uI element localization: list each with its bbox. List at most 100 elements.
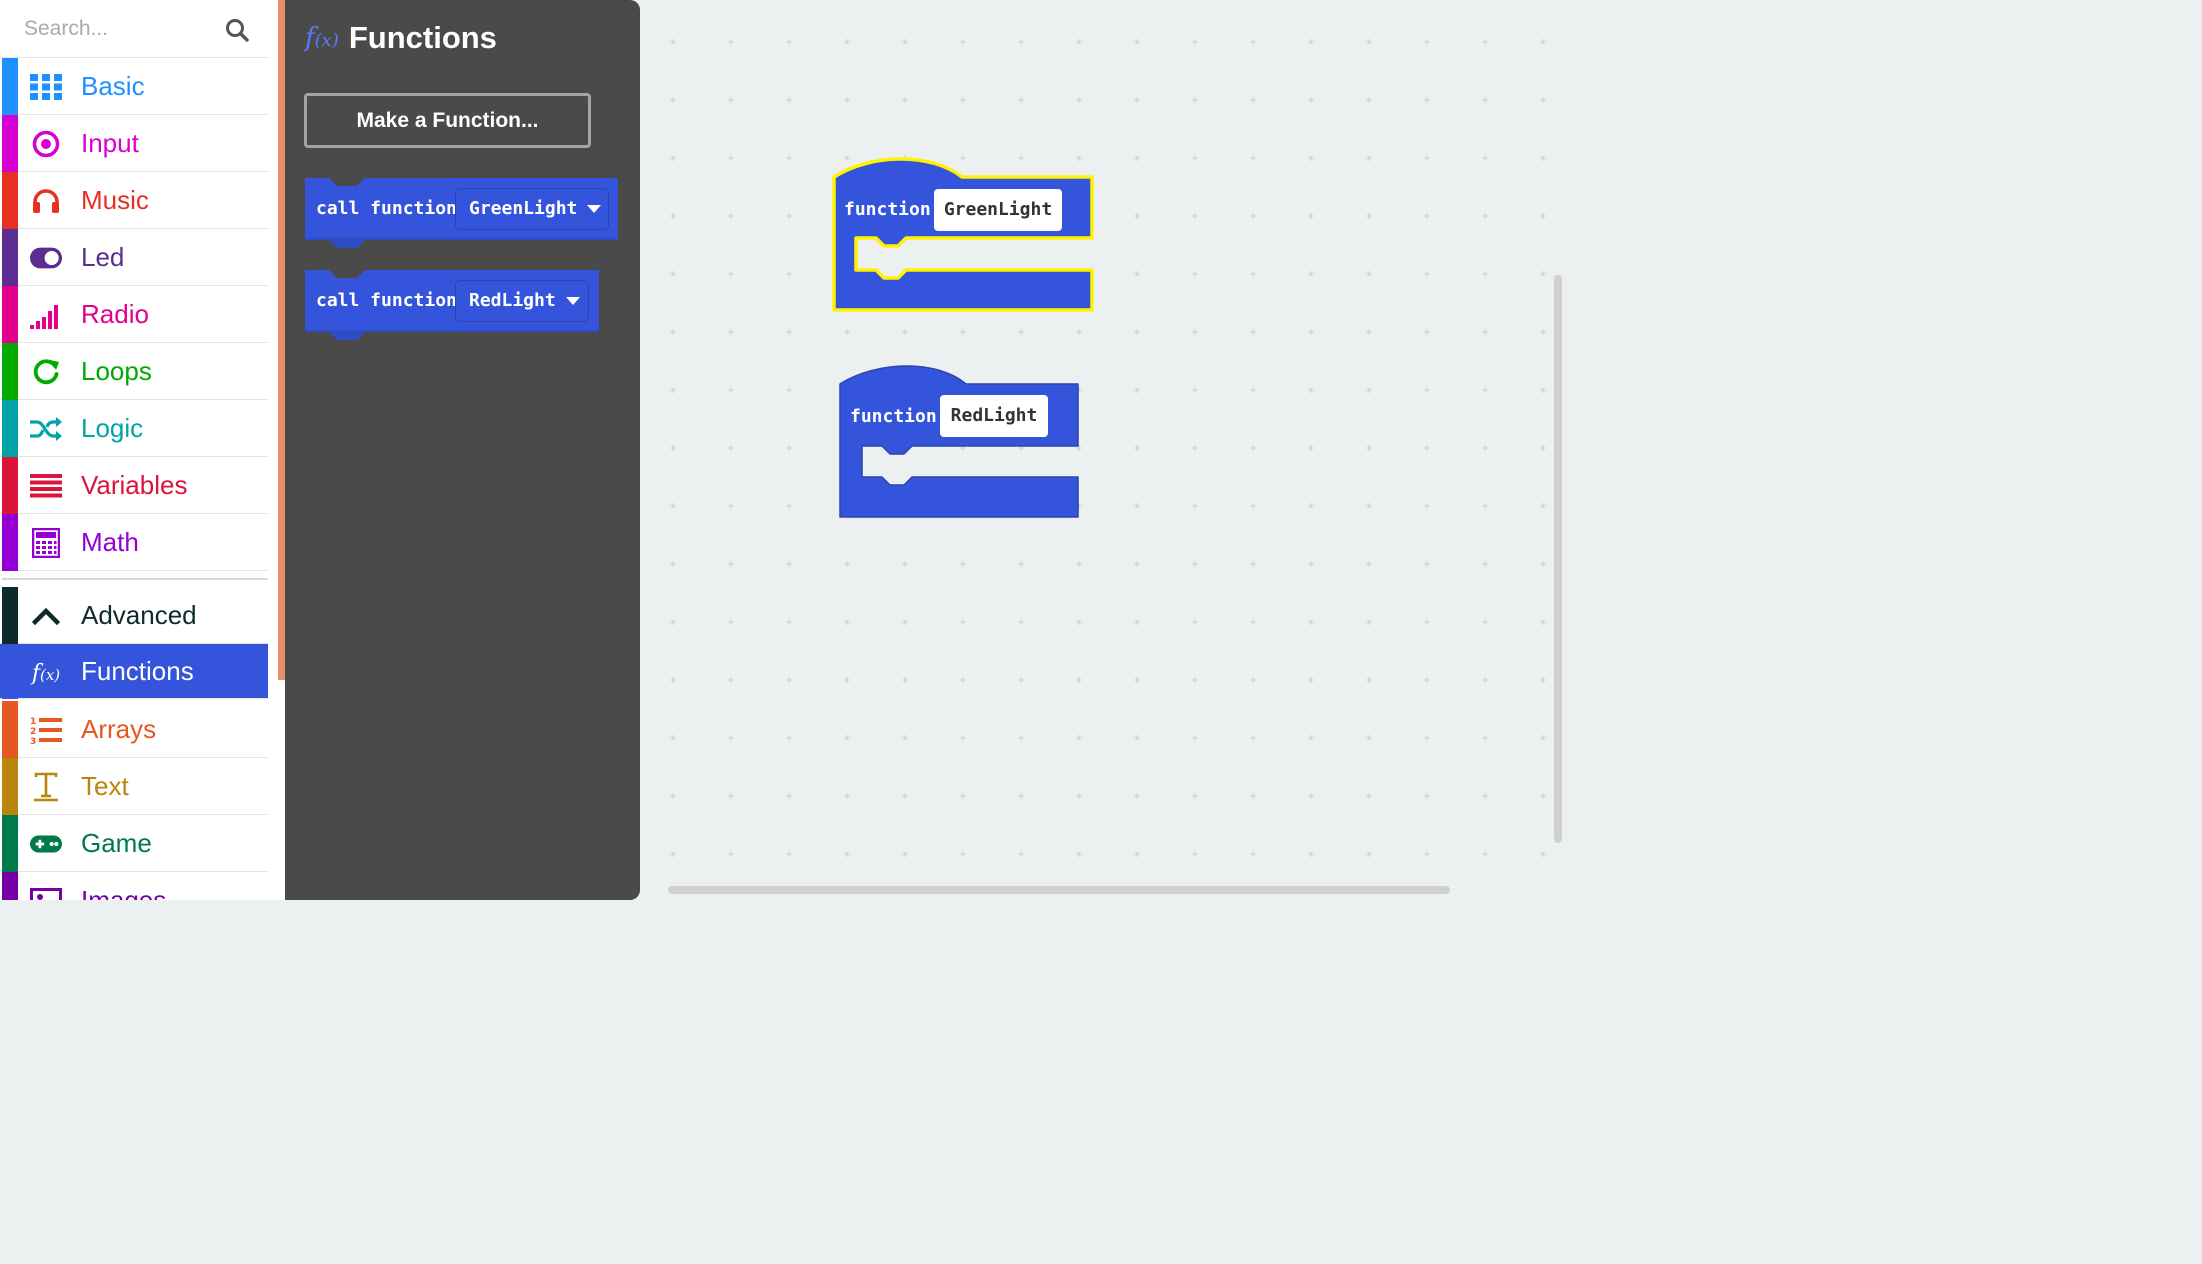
grid-cross <box>1134 503 1140 509</box>
grid-cross <box>844 155 850 161</box>
function-name-field[interactable]: RedLight <box>940 395 1048 437</box>
category-math[interactable]: Math <box>0 514 268 571</box>
grid-cross <box>1308 387 1314 393</box>
grid-cross <box>1424 677 1430 683</box>
grid-cross <box>1366 503 1372 509</box>
grid-cross <box>1018 561 1024 567</box>
grid-cross <box>1134 329 1140 335</box>
grid-cross <box>1366 735 1372 741</box>
category-stripe <box>2 115 18 172</box>
block-shape <box>839 365 1079 518</box>
category-stripe <box>2 457 18 514</box>
grid-cross <box>902 561 908 567</box>
function-definition-greenlight[interactable]: function GreenLight <box>832 155 1096 315</box>
category-variables[interactable]: Variables <box>0 457 268 514</box>
category-music[interactable]: Music <box>0 172 268 229</box>
call-function-block-redlight[interactable]: call function RedLight <box>305 270 601 340</box>
toggle-icon <box>30 242 62 274</box>
function-name-dropdown[interactable]: RedLight <box>455 280 589 322</box>
grid-cross <box>1366 561 1372 567</box>
grid-cross <box>1482 155 1488 161</box>
grid-cross <box>1540 503 1546 509</box>
grid-cross <box>1192 735 1198 741</box>
grid-cross <box>1424 619 1430 625</box>
category-game[interactable]: Game <box>0 815 268 872</box>
category-label: Radio <box>81 299 149 329</box>
grid-cross <box>670 677 676 683</box>
function-name-dropdown[interactable]: GreenLight <box>455 188 609 230</box>
grid-cross <box>786 39 792 45</box>
category-images[interactable]: Images <box>0 872 268 900</box>
grid-cross <box>1076 97 1082 103</box>
grid-cross <box>1134 387 1140 393</box>
workspace-grid <box>670 39 1546 857</box>
category-advanced[interactable]: Advanced <box>0 587 268 644</box>
category-logic[interactable]: Logic <box>0 400 268 457</box>
grid-cross <box>1018 39 1024 45</box>
function-name-field[interactable]: GreenLight <box>934 189 1062 231</box>
grid-cross <box>844 735 850 741</box>
dropdown-caret-icon <box>565 297 580 305</box>
refresh-icon <box>30 356 62 388</box>
grid-cross <box>1308 445 1314 451</box>
search-input[interactable] <box>10 8 210 50</box>
grid-cross <box>844 851 850 857</box>
grid-cross <box>1134 793 1140 799</box>
category-stripe <box>2 587 18 644</box>
category-basic[interactable]: Basic <box>0 58 268 115</box>
category-input[interactable]: Input <box>0 115 268 172</box>
grid-cross <box>1076 329 1082 335</box>
search-icon[interactable] <box>224 17 250 43</box>
grid-cross <box>960 97 966 103</box>
grid-cross <box>960 793 966 799</box>
category-led[interactable]: Led <box>0 229 268 286</box>
grid-cross <box>1076 793 1082 799</box>
grid-cross <box>1192 503 1198 509</box>
call-function-block-greenlight[interactable]: call function GreenLight <box>305 178 621 248</box>
grid-cross <box>1424 503 1430 509</box>
category-loops[interactable]: Loops <box>0 343 268 400</box>
make-function-button[interactable]: Make a Function... <box>304 93 591 148</box>
grid-cross <box>1308 677 1314 683</box>
grid-cross <box>1540 271 1546 277</box>
grid-cross <box>1540 445 1546 451</box>
grid-cross <box>1134 851 1140 857</box>
grid-cross <box>1018 851 1024 857</box>
function-name: RedLight <box>469 290 556 311</box>
category-stripe <box>2 172 18 229</box>
grid-cross <box>1482 445 1488 451</box>
grid-cross <box>1366 213 1372 219</box>
grid-cross <box>670 271 676 277</box>
grid-cross <box>1250 735 1256 741</box>
function-definition-redlight[interactable]: function RedLight <box>838 362 1082 522</box>
toolbox-scroll-edge <box>278 0 285 680</box>
category-stripe <box>2 343 18 400</box>
grid-cross <box>728 329 734 335</box>
grid-cross <box>1192 97 1198 103</box>
grid-cross <box>1076 445 1082 451</box>
grid-cross <box>1424 155 1430 161</box>
workspace-vertical-scrollbar[interactable] <box>1554 275 1562 843</box>
grid-cross <box>1366 619 1372 625</box>
category-stripe <box>2 701 18 758</box>
workspace-horizontal-scrollbar[interactable] <box>668 886 1450 894</box>
grid-cross <box>1250 851 1256 857</box>
category-stripe <box>2 400 18 457</box>
grid-cross <box>1192 619 1198 625</box>
grid-cross <box>1018 619 1024 625</box>
category-radio[interactable]: Radio <box>0 286 268 343</box>
category-functions[interactable]: f(x) Functions <box>0 644 268 699</box>
grid-cross <box>670 97 676 103</box>
blocks-workspace[interactable]: function GreenLight function RedLight <box>640 0 1568 900</box>
grid-cross <box>1540 97 1546 103</box>
grid-cross <box>786 329 792 335</box>
grid-cross <box>1076 39 1082 45</box>
grid-cross <box>728 445 734 451</box>
category-text[interactable]: Text <box>0 758 268 815</box>
grid-cross <box>786 97 792 103</box>
grid-cross <box>1366 329 1372 335</box>
svg-text:1: 1 <box>30 717 36 727</box>
grid-cross <box>1250 271 1256 277</box>
